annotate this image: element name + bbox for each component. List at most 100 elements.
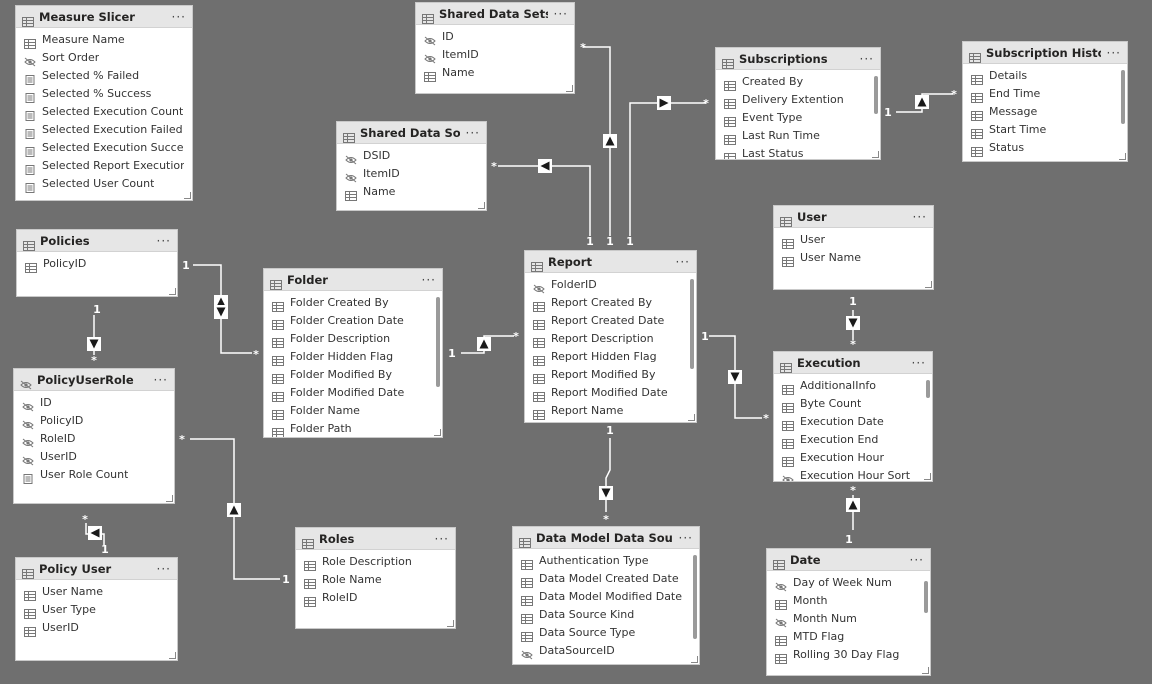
field-row[interactable]: Delivery Extention [716, 90, 880, 109]
field-row[interactable]: Report Created Date [525, 311, 696, 330]
field-row[interactable]: PolicyID [14, 411, 174, 430]
field-row[interactable]: User Role Count [14, 465, 174, 484]
table-header[interactable]: Folder··· [264, 269, 442, 291]
relationship-policy-user-role-policy-user[interactable]: *1 [82, 513, 109, 556]
field-row[interactable]: Status [963, 138, 1127, 157]
more-options-icon[interactable]: ··· [553, 6, 568, 21]
resize-handle[interactable] [184, 192, 191, 199]
more-options-icon[interactable]: ··· [156, 233, 171, 248]
field-row[interactable]: RoleID [296, 588, 455, 607]
field-row[interactable]: Role Description [296, 552, 455, 571]
field-row[interactable]: User [774, 230, 933, 249]
resize-handle[interactable] [169, 288, 176, 295]
field-row[interactable]: FolderID [525, 275, 696, 294]
scrollbar[interactable] [690, 279, 694, 369]
relationship-shared-data-sets-report[interactable]: *1 [580, 41, 617, 248]
more-options-icon[interactable]: ··· [421, 272, 436, 287]
field-row[interactable]: Event Type [716, 108, 880, 127]
resize-handle[interactable] [447, 620, 454, 627]
table-header[interactable]: Measure Slicer··· [16, 6, 192, 28]
field-row[interactable]: Report Description [525, 329, 696, 348]
field-row[interactable]: Last Run Time [716, 126, 880, 145]
table-header[interactable]: Shared Data Sources··· [337, 122, 486, 144]
more-options-icon[interactable]: ··· [912, 209, 927, 224]
relationship-subscription-history-subscriptions[interactable]: *1 [884, 88, 957, 119]
table-header[interactable]: Policies··· [17, 230, 177, 252]
field-row[interactable]: Authentication Type [513, 551, 699, 570]
field-row[interactable]: DataSourceID [513, 641, 699, 660]
more-options-icon[interactable]: ··· [675, 254, 690, 269]
resize-handle[interactable] [166, 495, 173, 502]
more-options-icon[interactable]: ··· [909, 552, 924, 567]
field-row[interactable]: Selected Execution Failed Co... [16, 120, 192, 139]
relationship-policy-user-role-roles[interactable]: *1 [179, 433, 290, 586]
field-row[interactable]: Execution Date [774, 412, 932, 431]
field-row[interactable]: Selected % Success [16, 84, 192, 103]
field-row[interactable]: AdditionalInfo [774, 376, 932, 395]
more-options-icon[interactable]: ··· [153, 372, 168, 387]
field-row[interactable]: Folder Hidden Flag [264, 347, 442, 366]
field-row[interactable]: Month [767, 591, 930, 610]
resize-handle[interactable] [872, 151, 879, 158]
table-header[interactable]: Subscription History··· [963, 42, 1127, 64]
field-row[interactable]: Folder Created By [264, 293, 442, 312]
resize-handle[interactable] [478, 202, 485, 209]
relationship-folder-policies[interactable]: *1 [182, 259, 259, 361]
field-row[interactable]: UserID [14, 447, 174, 466]
field-row[interactable]: Folder Modified By [264, 365, 442, 384]
field-row[interactable]: Report Created By [525, 293, 696, 312]
table-header[interactable]: Date··· [767, 549, 930, 571]
table-policies[interactable]: Policies··· PolicyID [16, 229, 178, 297]
table-header[interactable]: Report··· [525, 251, 696, 273]
resize-handle[interactable] [691, 656, 698, 663]
field-row[interactable]: Day of Week Num [767, 573, 930, 592]
relationship-shared-data-sources-report[interactable]: *1 [491, 159, 594, 248]
field-row[interactable]: Data Source Kind [513, 605, 699, 624]
more-options-icon[interactable]: ··· [859, 51, 874, 66]
field-row[interactable]: ItemID [416, 45, 574, 64]
table-header[interactable]: Execution··· [774, 352, 932, 374]
field-row[interactable]: Name [337, 182, 486, 201]
resize-handle[interactable] [169, 652, 176, 659]
field-row[interactable]: Folder Creation Date [264, 311, 442, 330]
more-options-icon[interactable]: ··· [156, 561, 171, 576]
relationship-data-model-data-source-report[interactable]: *1 [599, 424, 614, 526]
field-row[interactable]: RoleID [14, 429, 174, 448]
field-row[interactable]: End Time [963, 84, 1127, 103]
table-header[interactable]: User··· [774, 206, 933, 228]
table-header[interactable]: Shared Data Sets··· [416, 3, 574, 25]
field-row[interactable]: ID [416, 27, 574, 46]
field-row[interactable]: Report Hidden Flag [525, 347, 696, 366]
field-row[interactable]: PolicyID [17, 254, 177, 273]
table-header[interactable]: Policy User··· [16, 558, 177, 580]
field-row[interactable]: MTD Flag [767, 627, 930, 646]
field-row[interactable]: Start Time [963, 120, 1127, 139]
scrollbar[interactable] [926, 380, 930, 398]
more-options-icon[interactable]: ··· [434, 531, 449, 546]
field-row[interactable]: Sort Order [16, 48, 192, 67]
resize-handle[interactable] [434, 429, 441, 436]
field-list[interactable]: PolicyID [17, 252, 177, 273]
resize-handle[interactable] [925, 281, 932, 288]
field-row[interactable]: Role Name [296, 570, 455, 589]
relationship-execution-report[interactable]: *1 [701, 330, 769, 425]
relationship-subscriptions-report[interactable]: *1 [626, 96, 709, 248]
